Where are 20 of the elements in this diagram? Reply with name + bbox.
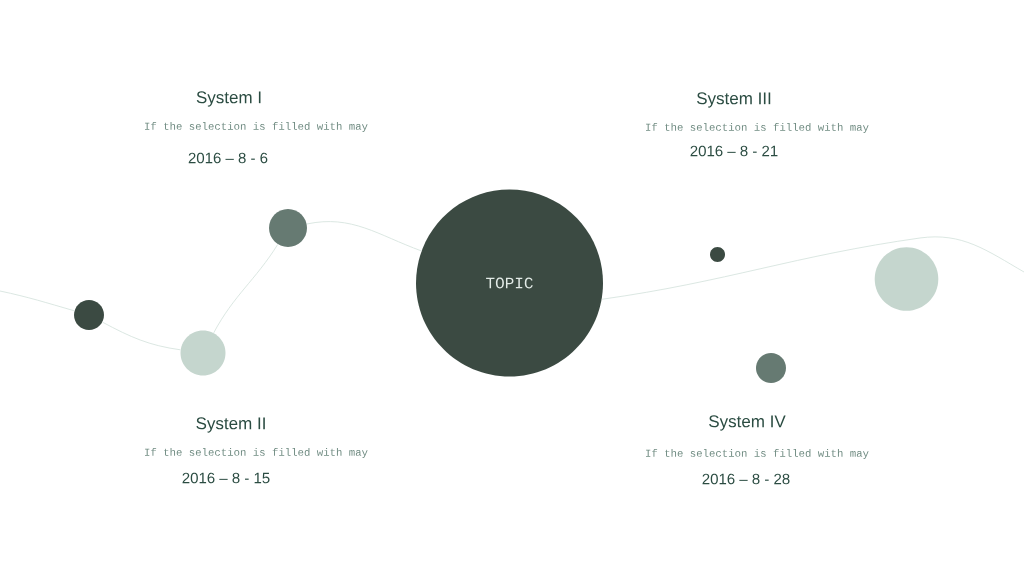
curve-line [213,243,279,334]
curve-line [306,221,422,252]
dot [710,247,725,262]
dot [269,209,307,247]
heading: System III [697,92,771,108]
date-text: 2016 – 8 - 15 [182,472,270,484]
date-text: 2016 – 8 - 28 [702,473,790,485]
description-text: If the selection is filled with may [145,122,368,132]
dot [756,353,786,383]
description-text: If the selection is filled with may [646,449,869,459]
date-text: 2016 – 8 - 21 [690,145,778,157]
curve-line [102,321,181,351]
dot [874,247,939,311]
dot [180,330,226,376]
curve-line [601,236,1024,300]
description-text: If the selection is filled with may [145,448,368,458]
curve-line [0,290,75,312]
dot [74,300,104,330]
heading: System I [196,91,261,107]
description-text: If the selection is filled with may [646,123,869,133]
